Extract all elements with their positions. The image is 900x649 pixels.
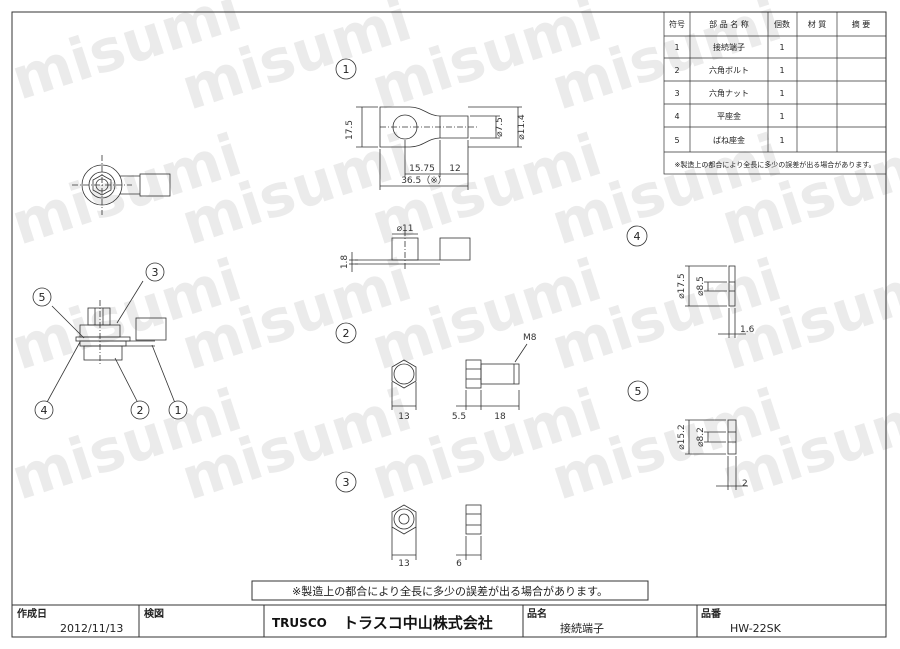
- dim-p4-id: ⌀8.5: [696, 276, 706, 296]
- part-2-bolt-view: [391, 343, 528, 410]
- part-balloon-3: [335, 471, 357, 493]
- watermark-layer: misumi misumi misumi misumi misumi misum…: [3, 0, 900, 513]
- part-1-side-view: [349, 230, 471, 272]
- balloon-2: 2: [137, 404, 144, 417]
- dim-p1-outer-dia: ⌀11.4: [517, 114, 527, 140]
- company-name: トラスコ中山株式会社: [343, 614, 493, 632]
- table-cell-name: 接続端子: [713, 42, 745, 52]
- assembly-side-view: [75, 300, 167, 365]
- table-cell-qty: 1: [779, 136, 784, 145]
- dim-p3-thickness: 6: [456, 559, 462, 569]
- part-5-spring-washer-view: [685, 419, 748, 490]
- part-2-label: 2: [343, 327, 350, 340]
- dim-p1-length: 36.5（※）: [401, 175, 447, 186]
- table-cell-name: 平座金: [717, 111, 741, 121]
- table-cell-no: 2: [674, 66, 679, 75]
- product-name-value: 接続端子: [560, 621, 604, 635]
- part-1-label: 1: [343, 63, 350, 76]
- part-balloon-2: [335, 322, 357, 344]
- table-cell-qty: 1: [779, 89, 784, 98]
- dim-p1-inner-dia: ⌀7.5: [495, 117, 505, 137]
- part-4-label: 4: [634, 230, 641, 243]
- dim-p2-head: 5.5: [452, 412, 466, 422]
- assembly-top-view: [72, 155, 171, 215]
- dim-p5-thickness: 2: [742, 479, 748, 489]
- table-note: ※製造上の都合により全長に多少の誤差が出る場合があります。: [674, 160, 875, 169]
- dim-p5-od: ⌀15.2: [677, 424, 687, 449]
- dim-p1-thickness: 1.8: [340, 255, 350, 270]
- balloon-5: 5: [39, 291, 46, 304]
- part-balloon-5: [627, 380, 649, 402]
- dim-p3-hex: 13: [398, 559, 409, 569]
- part-4-washer-view: [685, 265, 746, 338]
- dim-p4-od: ⌀17.5: [677, 273, 687, 298]
- dim-p1-b: 12: [449, 164, 460, 174]
- table-cell-no: 3: [674, 89, 679, 98]
- parts-table-text: 符号 部 品 名 称 個数 材 質 摘 要 1 接続端子 1 2 六角ボルト 1…: [669, 19, 876, 169]
- dim-p2-hex: 13: [398, 412, 409, 422]
- table-cell-no: 1: [674, 43, 679, 52]
- part-1-terminal-view: [356, 106, 522, 190]
- balloon-3: 3: [152, 266, 159, 279]
- table-cell-qty: 1: [779, 66, 784, 75]
- table-cell-name: 六角ボルト: [709, 65, 749, 75]
- product-code-label: 品番: [701, 607, 722, 620]
- dim-p2-thread: M8: [523, 333, 537, 343]
- part-3-label: 3: [343, 476, 350, 489]
- part-5-label: 5: [635, 385, 642, 398]
- dim-p1-boss: ⌀11: [397, 224, 414, 234]
- product-name-label: 品名: [527, 607, 547, 620]
- dim-p4-thickness: 1.6: [740, 325, 755, 335]
- table-header-name: 部 品 名 称: [709, 19, 749, 29]
- dim-p1-height: 17.5: [345, 120, 355, 140]
- part-3-nut-view: [391, 504, 482, 560]
- table-cell-no: 5: [674, 136, 679, 145]
- table-header-material: 材 質: [808, 19, 827, 29]
- part-balloon-4: [626, 225, 648, 247]
- title-block: [11, 604, 887, 638]
- dim-p5-id: ⌀8.2: [696, 427, 706, 447]
- dim-p2-length: 18: [494, 412, 506, 422]
- created-label: 作成日: [17, 607, 47, 620]
- created-value: 2012/11/13: [60, 622, 123, 635]
- table-cell-no: 4: [674, 112, 679, 121]
- trusco-logo: TRUSCO: [272, 616, 327, 630]
- assembly-balloons: [32, 262, 188, 420]
- table-cell-qty: 1: [779, 43, 784, 52]
- table-header-no: 符号: [669, 19, 685, 29]
- check-label: 検図: [144, 607, 164, 620]
- table-cell-name: ばね座金: [713, 135, 745, 145]
- parts-table: [663, 11, 887, 175]
- balloon-1: 1: [175, 404, 182, 417]
- bottom-note: ※製造上の都合により全長に多少の誤差が出る場合があります。: [292, 584, 608, 598]
- part-balloon-1: [335, 58, 357, 80]
- table-cell-qty: 1: [779, 112, 784, 121]
- balloon-4: 4: [41, 404, 48, 417]
- note-box: [251, 580, 649, 601]
- table-header-remarks: 摘 要: [852, 19, 871, 29]
- product-code-value: HW-22SK: [730, 622, 782, 635]
- dim-p1-a: 15.75: [409, 164, 435, 174]
- table-cell-name: 六角ナット: [709, 88, 749, 98]
- table-header-qty: 個数: [774, 19, 790, 29]
